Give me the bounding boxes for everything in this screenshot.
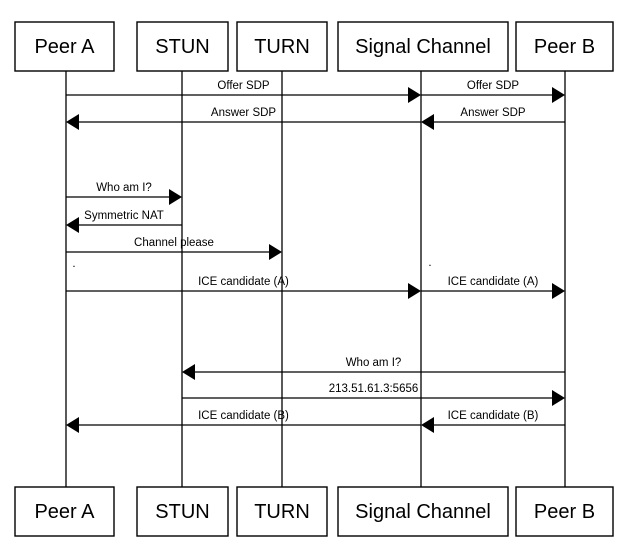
participant-box-bottom-turn[interactable]: TURN — [236, 486, 328, 537]
arrowhead-icon — [169, 189, 182, 205]
participant-box-bottom-signal[interactable]: Signal Channel — [337, 486, 509, 537]
arrowhead-icon — [408, 87, 421, 103]
message-label: Answer SDP — [211, 107, 277, 119]
message-label: Answer SDP — [460, 107, 526, 119]
lifelines-layer — [65, 71, 566, 487]
messages-layer: Offer SDP Offer SDP Answer SDP Answer SDP Wh… — [66, 80, 565, 433]
arrowhead-icon — [408, 283, 421, 299]
participant-label-turn: TURN — [254, 36, 310, 58]
dot-mark-d1: . — [72, 258, 75, 270]
participant-label-peerA: Peer A — [34, 36, 95, 58]
participant-box-top-signal[interactable]: Signal Channel — [337, 21, 509, 72]
message-m2[interactable]: Offer SDP — [421, 80, 565, 103]
message-label: ICE candidate (B) — [448, 410, 539, 422]
participant-footer-boxes: Peer A STUN TURN Signal Channel Peer B — [14, 486, 614, 537]
arrowhead-icon — [552, 283, 565, 299]
message-m5[interactable]: Who am I? — [66, 182, 182, 205]
message-label: Who am I? — [96, 182, 152, 194]
participant-label-peerA: Peer A — [34, 501, 95, 523]
dot-mark-d2: . — [428, 257, 431, 269]
message-label: Symmetric NAT — [84, 210, 164, 222]
arrowhead-icon — [421, 114, 434, 130]
message-m1[interactable]: Offer SDP — [66, 80, 421, 103]
participant-label-peerB: Peer B — [534, 501, 595, 523]
message-label: ICE candidate (B) — [198, 410, 289, 422]
message-label: Who am I? — [346, 357, 402, 369]
arrowhead-icon — [269, 244, 282, 260]
message-m7[interactable]: Channel please — [66, 237, 282, 260]
message-m3[interactable]: Answer SDP — [66, 107, 421, 130]
participant-label-signal: Signal Channel — [355, 501, 491, 523]
participant-header-boxes: Peer A STUN TURN Signal Channel Peer B — [14, 21, 614, 72]
participant-label-turn: TURN — [254, 501, 310, 523]
participant-label-signal: Signal Channel — [355, 36, 491, 58]
arrowhead-icon — [182, 364, 195, 380]
message-label: 213.51.61.3:5656 — [329, 383, 419, 395]
stray-dot-marks: .. — [72, 257, 431, 270]
participant-box-top-peerA[interactable]: Peer A — [14, 21, 115, 72]
message-label: Offer SDP — [217, 80, 270, 92]
arrowhead-icon — [66, 417, 79, 433]
participant-box-top-peerB[interactable]: Peer B — [515, 21, 614, 72]
message-m11[interactable]: 213.51.61.3:5656 — [182, 383, 565, 406]
message-m6[interactable]: Symmetric NAT — [66, 210, 182, 233]
message-label: Offer SDP — [467, 80, 520, 92]
arrowhead-icon — [66, 217, 79, 233]
arrowhead-icon — [552, 87, 565, 103]
participant-box-top-stun[interactable]: STUN — [136, 21, 229, 72]
arrowhead-icon — [552, 390, 565, 406]
participant-box-bottom-peerB[interactable]: Peer B — [515, 486, 614, 537]
message-m9[interactable]: ICE candidate (A) — [421, 276, 565, 299]
message-m4[interactable]: Answer SDP — [421, 107, 565, 130]
participant-label-stun: STUN — [155, 501, 209, 523]
message-m10[interactable]: Who am I? — [182, 357, 565, 380]
message-m8[interactable]: ICE candidate (A) — [66, 276, 421, 299]
message-label: ICE candidate (A) — [198, 276, 289, 288]
participant-label-peerB: Peer B — [534, 36, 595, 58]
message-label: Channel please — [134, 237, 214, 249]
message-m12[interactable]: ICE candidate (B) — [66, 410, 421, 433]
message-m13[interactable]: ICE candidate (B) — [421, 410, 565, 433]
arrowhead-icon — [421, 417, 434, 433]
participant-box-bottom-peerA[interactable]: Peer A — [14, 486, 115, 537]
message-label: ICE candidate (A) — [448, 276, 539, 288]
arrowhead-icon — [66, 114, 79, 130]
participant-label-stun: STUN — [155, 36, 209, 58]
participant-box-top-turn[interactable]: TURN — [236, 21, 328, 72]
participant-box-bottom-stun[interactable]: STUN — [136, 486, 229, 537]
